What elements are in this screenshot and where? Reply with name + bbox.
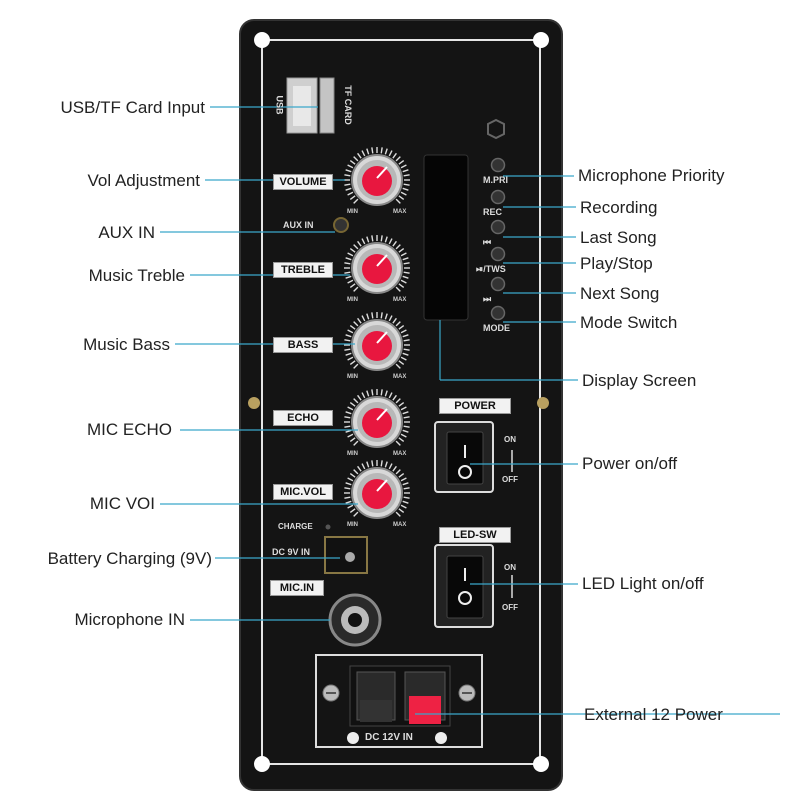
button-mode[interactable]	[490, 305, 506, 321]
dc-9v-in-label: DC 9V IN	[272, 547, 311, 557]
led-on-label: ON	[504, 563, 516, 572]
knob-max-label: MAX	[393, 374, 407, 380]
power-on-label: ON	[504, 435, 516, 444]
button-label-next: ⏭	[483, 294, 492, 304]
aux-jack	[333, 217, 349, 233]
display-screen	[423, 154, 469, 321]
callout-microphone-in: Microphone IN	[74, 610, 185, 629]
button-prev[interactable]	[490, 219, 506, 235]
hex-indicator	[487, 118, 505, 140]
knob-min-label: MIN	[347, 209, 358, 215]
callout-mic-echo: MIC ECHO	[87, 420, 172, 439]
button-label-prev: ⏮	[483, 237, 492, 247]
knob-max-label: MAX	[393, 451, 407, 457]
power-off-label: OFF	[502, 475, 518, 484]
callout-display-screen: Display Screen	[582, 371, 697, 390]
callout-mic-voi: MIC VOI	[89, 494, 155, 513]
usb-label: USB	[274, 95, 285, 115]
minus-sign	[347, 732, 359, 744]
mount-hole-top-left	[254, 32, 270, 48]
callout-music-bass: Music Bass	[83, 335, 170, 354]
callout-play-stop: Play/Stop	[580, 254, 653, 273]
knob-label-volume: VOLUME	[273, 174, 333, 190]
button-play-tws[interactable]	[490, 246, 506, 262]
knob-label-treble: TREBLE	[273, 262, 333, 278]
mount-hole-bottom-left	[254, 756, 270, 772]
side-screw-right	[537, 397, 549, 409]
knob-label-echo: ECHO	[273, 410, 333, 426]
charge-led	[325, 524, 331, 530]
callout-led-light-on-off: LED Light on/off	[582, 574, 704, 593]
knob-max-label: MAX	[393, 297, 407, 303]
callout-usb-tf-card-input: USB/TF Card Input	[60, 98, 205, 117]
knob-label-bass: BASS	[273, 337, 333, 353]
mount-hole-top-right	[533, 32, 549, 48]
callout-next-song: Next Song	[580, 284, 660, 303]
plus-sign	[435, 732, 447, 744]
knob-min-label: MIN	[347, 522, 358, 528]
knob-bass[interactable]	[344, 312, 410, 371]
knob-max-label: MAX	[393, 522, 407, 528]
aux-in-label: AUX IN	[283, 220, 314, 230]
button-m-pri[interactable]	[490, 157, 506, 173]
dc-12v-in-label: DC 12V IN	[365, 732, 413, 743]
callout-last-song: Last Song	[580, 228, 657, 247]
knob-echo[interactable]	[344, 389, 410, 448]
mount-hole-bottom-right	[533, 756, 549, 772]
tf-card-slot	[319, 77, 335, 134]
button-next[interactable]	[490, 276, 506, 292]
knob-mic-vol[interactable]	[344, 460, 410, 519]
callout-mode-switch: Mode Switch	[580, 313, 678, 332]
side-screw-left	[248, 397, 260, 409]
callout-aux-in: AUX IN	[98, 223, 155, 242]
led-off-label: OFF	[502, 603, 518, 612]
button-label-play-tws: ⏯/TWS	[476, 264, 506, 274]
callout-battery-charging: Battery Charging (9V)	[47, 549, 212, 568]
knob-min-label: MIN	[347, 297, 358, 303]
led-sw-label: LED-SW	[439, 527, 511, 543]
button-label-rec: REC	[483, 207, 503, 217]
knob-volume[interactable]	[344, 147, 410, 206]
callout-recording: Recording	[580, 198, 658, 217]
callout-vol-adjustment: Vol Adjustment	[87, 171, 200, 190]
charge-label: CHARGE	[278, 522, 313, 531]
button-label-mode: MODE	[483, 323, 510, 333]
button-label-m-pri: M.PRI	[483, 175, 509, 185]
terminal-block-frame	[315, 654, 483, 748]
mic-in-label: MIC.IN	[270, 580, 324, 596]
callout-music-treble: Music Treble	[88, 266, 185, 285]
tf-card-label: TF CARD	[342, 85, 353, 125]
callout-microphone-priority: Microphone Priority	[578, 166, 725, 185]
callout-external-12-power: External 12 Power	[584, 705, 723, 724]
knob-min-label: MIN	[347, 451, 358, 457]
button-rec[interactable]	[490, 189, 506, 205]
callout-power-on-off: Power on/off	[582, 454, 678, 473]
knob-label-mic-vol: MIC.VOL	[273, 484, 333, 500]
knob-treble[interactable]	[344, 235, 410, 294]
power-label: POWER	[439, 398, 511, 414]
knob-max-label: MAX	[393, 209, 407, 215]
knob-min-label: MIN	[347, 374, 358, 380]
